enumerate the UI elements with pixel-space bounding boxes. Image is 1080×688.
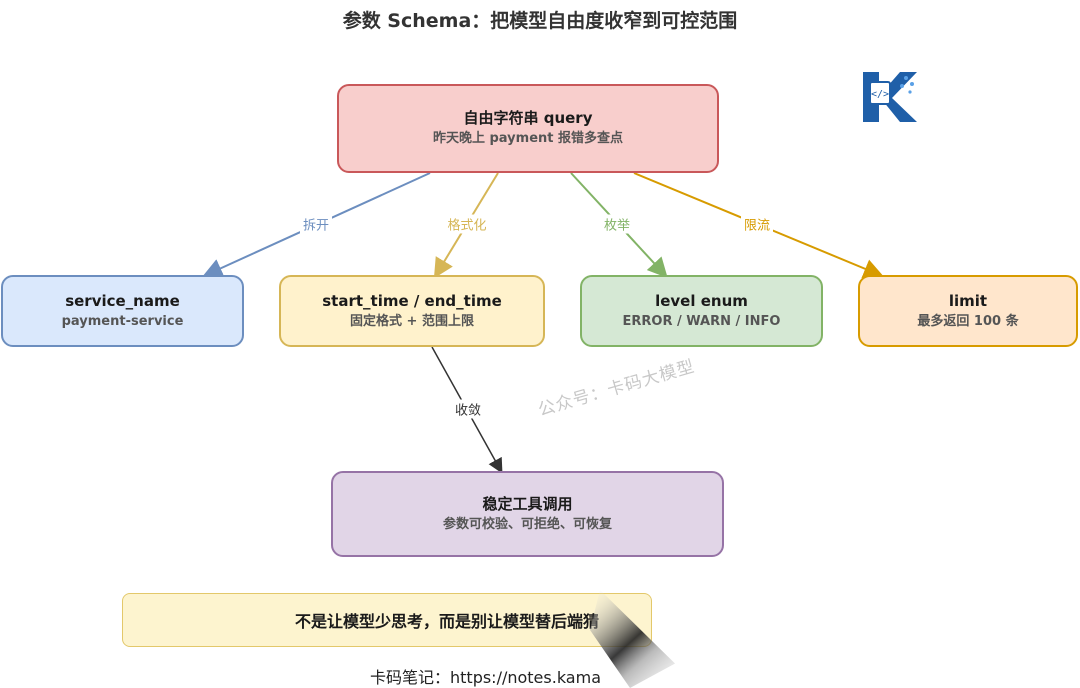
diagram-title: 参数 Schema：把模型自由度收窄到可控范围 <box>342 10 738 32</box>
kama-logo-icon: </> <box>863 72 917 122</box>
node-level-enum-title: level enum <box>655 291 748 310</box>
node-stable-call-title: 稳定工具调用 <box>482 494 573 513</box>
footer-link: 卡码笔记：https://notes.kama <box>370 668 602 687</box>
node-level-enum: level enum ERROR / WARN / INFO <box>580 275 823 347</box>
node-free-query: 自由字符串 query 昨天晚上 payment 报错多查点 <box>337 84 719 173</box>
summary-banner: 不是让模型少思考，而是别让模型替后端猜 <box>122 593 652 647</box>
edge-label-split: 拆开 <box>299 214 333 234</box>
node-time-range-title: start_time / end_time <box>322 291 502 310</box>
edge-label-converge: 收敛 <box>451 399 485 419</box>
node-service-name-title: service_name <box>65 291 180 310</box>
node-limit-subtitle: 最多返回 100 条 <box>917 313 1019 329</box>
node-service-name: service_name payment-service <box>1 275 244 347</box>
node-time-range: start_time / end_time 固定格式 + 范围上限 <box>279 275 545 347</box>
summary-banner-text: 不是让模型少思考，而是别让模型替后端猜 <box>294 612 599 631</box>
node-limit: limit 最多返回 100 条 <box>858 275 1078 347</box>
edge-label-limit: 限流 <box>740 214 774 234</box>
node-limit-title: limit <box>948 291 988 310</box>
node-stable-call: 稳定工具调用 参数可校验、可拒绝、可恢复 <box>331 471 724 557</box>
node-level-enum-subtitle: ERROR / WARN / INFO <box>622 313 781 329</box>
edge-label-format: 格式化 <box>444 214 490 234</box>
node-free-query-subtitle: 昨天晚上 payment 报错多查点 <box>432 131 624 146</box>
edge-label-enum: 枚举 <box>600 214 634 234</box>
node-stable-call-subtitle: 参数可校验、可拒绝、可恢复 <box>442 516 612 532</box>
node-time-range-subtitle: 固定格式 + 范围上限 <box>350 313 474 329</box>
svg-text:</>: </> <box>871 89 889 100</box>
node-free-query-title: 自由字符串 query <box>463 109 593 127</box>
node-service-name-subtitle: payment-service <box>61 313 184 329</box>
